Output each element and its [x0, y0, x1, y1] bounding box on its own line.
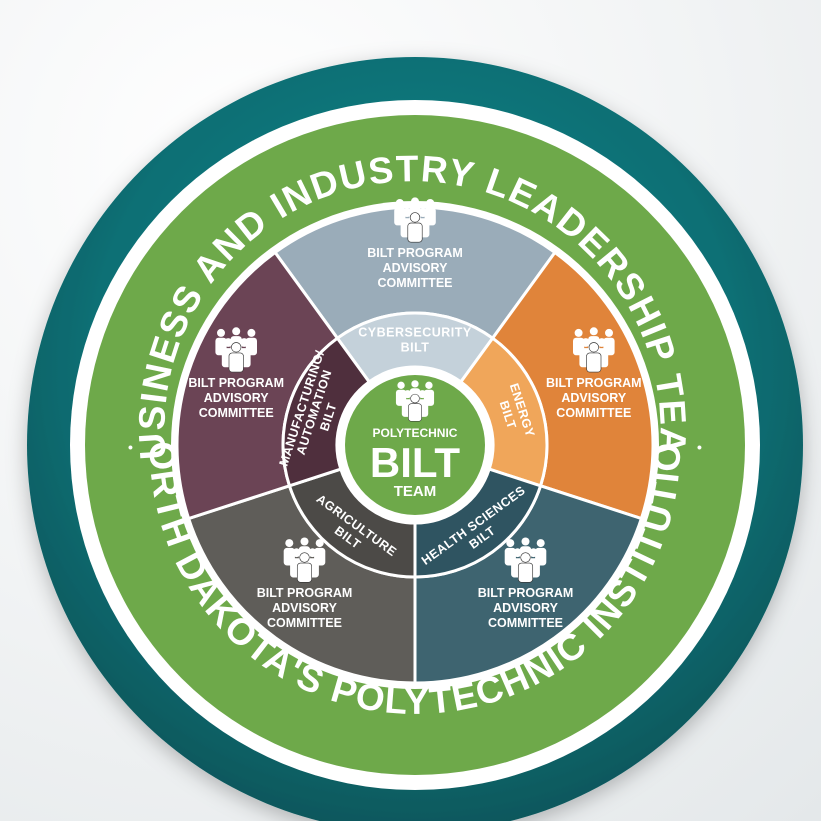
- committee-label: ADVISORY: [493, 601, 558, 615]
- core-line1: POLYTECHNIC: [373, 426, 458, 440]
- committee-label: COMMITTEE: [556, 406, 631, 420]
- committee-label: ADVISORY: [383, 261, 448, 275]
- committee-label: COMMITTEE: [378, 276, 453, 290]
- committee-label: ADVISORY: [204, 391, 269, 405]
- ring-separator-right: •: [697, 439, 702, 455]
- committee-label: COMMITTEE: [199, 406, 274, 420]
- committee-label: BILT PROGRAM: [367, 246, 463, 260]
- committee-segments: [175, 205, 655, 685]
- committee-label: BILT PROGRAM: [188, 376, 284, 390]
- committee-label: COMMITTEE: [488, 616, 563, 630]
- committee-label: COMMITTEE: [267, 616, 342, 630]
- committee-label: ADVISORY: [561, 391, 626, 405]
- area-name: CYBERSECURITY: [358, 326, 472, 340]
- core-circle: [345, 375, 485, 515]
- committee-label: BILT PROGRAM: [546, 376, 642, 390]
- committee-label: ADVISORY: [272, 601, 337, 615]
- core-title: BILT: [370, 439, 461, 486]
- area-sub: BILT: [401, 341, 430, 355]
- committee-label: BILT PROGRAM: [257, 586, 353, 600]
- committee-label: BILT PROGRAM: [478, 586, 574, 600]
- ring-separator-left: •: [128, 439, 133, 455]
- core-line3: TEAM: [394, 483, 437, 500]
